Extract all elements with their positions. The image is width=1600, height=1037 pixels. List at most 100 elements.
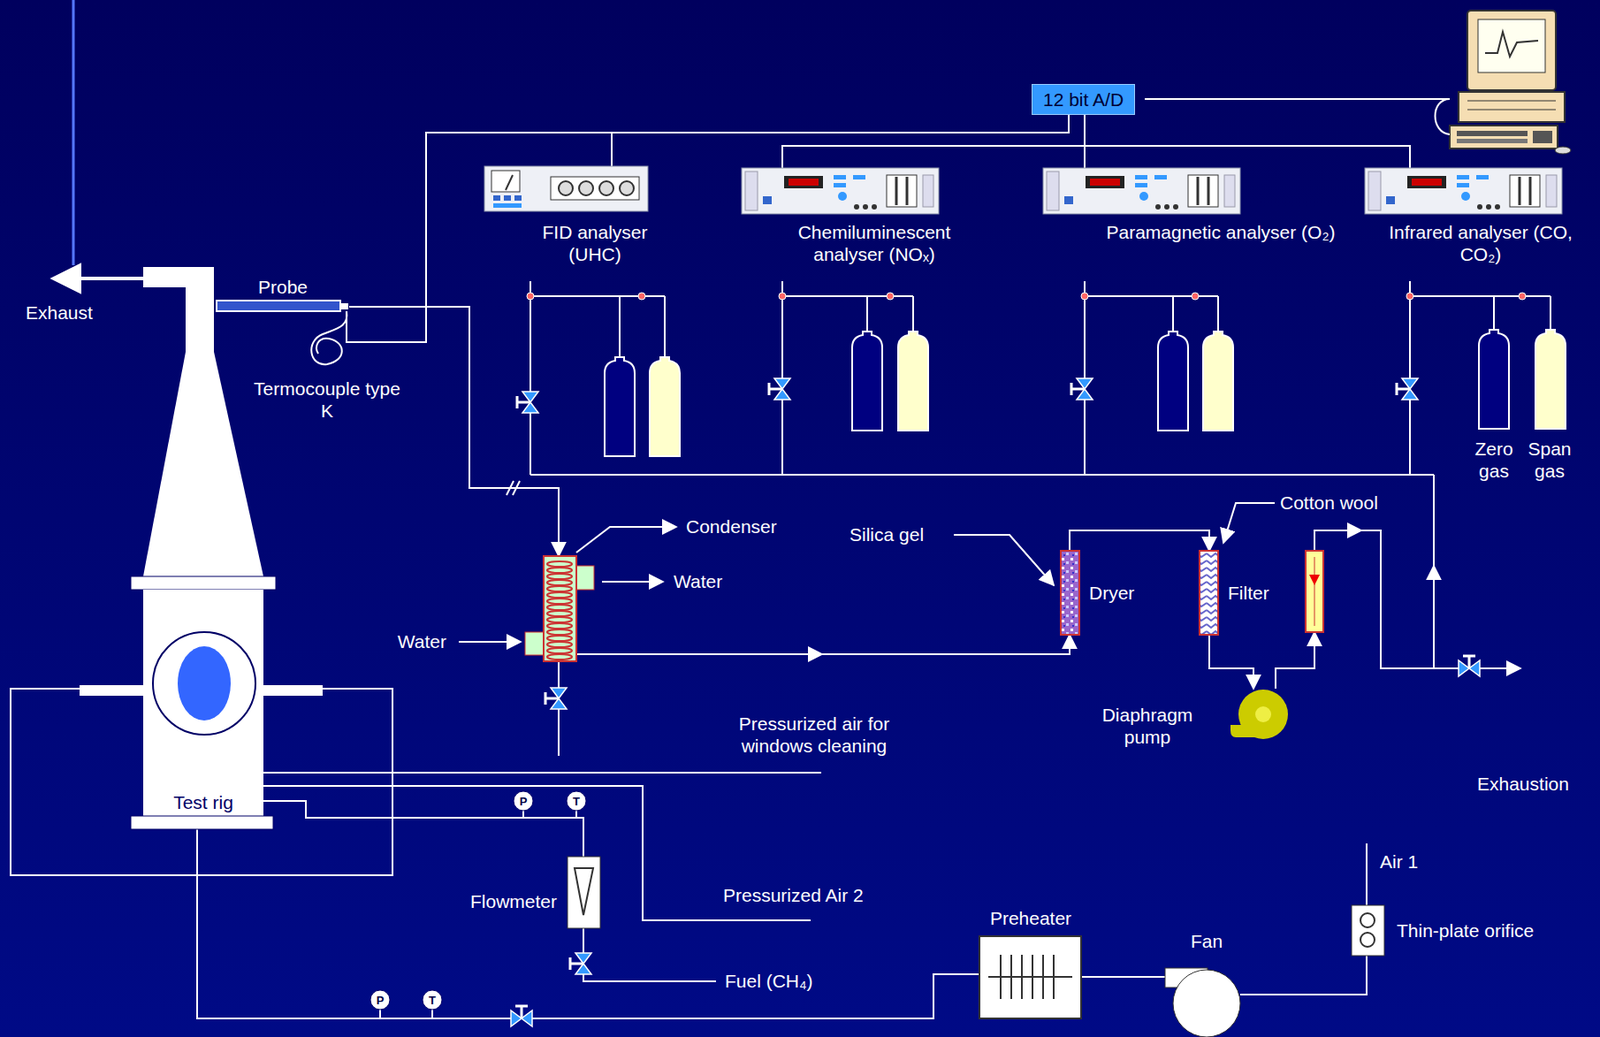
node-label: Infrared analyser (CO, CO₂)	[1381, 220, 1581, 266]
condenser-coil-part	[547, 629, 572, 635]
probe	[216, 300, 403, 365]
test-rig-part	[263, 685, 323, 696]
sample-lines-part	[576, 526, 677, 553]
annotation-label: Cotton wool	[1280, 491, 1379, 514]
preheater-part	[979, 936, 1082, 1019]
preheater: Preheater	[979, 936, 1082, 1019]
gauges	[370, 791, 587, 1010]
illustration-part	[545, 687, 567, 709]
node-label: Fan	[1190, 929, 1223, 953]
pipe-connector	[611, 114, 1069, 167]
sample-lines-part	[1275, 632, 1315, 689]
rig-lines-part	[263, 771, 822, 774]
dryer-column	[1060, 550, 1080, 635]
gas-cylinders-part	[1478, 329, 1509, 429]
condenser	[525, 556, 595, 662]
test-rig-part	[130, 576, 276, 590]
test-rig-part	[177, 646, 231, 721]
diaphragm-pump-part	[1255, 706, 1272, 723]
calibration-lines	[530, 281, 1551, 475]
node-label: Probe	[258, 275, 308, 298]
analyser-box: Infrared analyser (CO, CO₂)	[1364, 167, 1597, 266]
condenser-coil-part	[547, 561, 572, 567]
junction-dots	[526, 292, 1526, 300]
junction-dots-part	[1518, 292, 1526, 300]
condenser-coil-part	[547, 586, 572, 592]
pipe-connector	[1209, 634, 1254, 689]
gauges-part	[566, 791, 587, 811]
gauges-part	[422, 990, 442, 1010]
condenser-coil-part	[547, 641, 572, 648]
analyser-icons-part	[484, 166, 648, 212]
annotation-label: Exhaustion	[1477, 772, 1570, 795]
sample-lines-part	[458, 640, 521, 643]
pipe-connector	[197, 829, 980, 1019]
junction-dots-part	[638, 292, 646, 300]
pipe-connector	[1240, 955, 1367, 995]
gas-cylinders-part	[1158, 331, 1189, 431]
computer-icon-part	[1458, 91, 1565, 122]
analyser-icons-part	[1043, 167, 1241, 214]
rig-lines-part	[380, 1009, 433, 1019]
sample-lines-part	[1432, 474, 1435, 571]
sample-lines-part	[1359, 530, 1521, 669]
condenser-coil-part	[547, 567, 572, 573]
calibration-lines-part	[530, 281, 665, 475]
test-rig-part	[185, 286, 214, 354]
node-label: Diaphragm pump	[1082, 703, 1212, 748]
test-rig: Test rig	[143, 589, 264, 830]
flowmeter: Flowmeter	[567, 856, 601, 929]
node-label: Zero gas	[1466, 437, 1522, 482]
pump: Diaphragm pump	[1237, 688, 1289, 740]
thermocouple: Termocouple type K	[251, 313, 403, 422]
test-rig-part	[143, 266, 214, 288]
condenser: Condenser	[543, 556, 577, 662]
thin-plate-orifice-part	[1360, 932, 1375, 947]
condenser-coil-part	[547, 604, 572, 610]
condenser-part	[543, 556, 577, 662]
exhaust-arrow	[53, 278, 144, 280]
gauge-letter: T	[428, 994, 436, 1006]
computer-icon	[1449, 10, 1571, 154]
dryer: Dryer	[1060, 550, 1080, 635]
junction-dots-part	[886, 292, 894, 300]
valves-part	[1071, 378, 1093, 400]
gas-cylinders-part	[1535, 329, 1566, 429]
condenser-part	[525, 632, 545, 656]
analyser-icons	[484, 166, 1562, 214]
rotameter-part	[1305, 550, 1324, 633]
condenser-coil-part	[547, 573, 572, 580]
flowmeter-part	[574, 868, 594, 915]
node-label: Thin-plate orifice	[1396, 919, 1534, 942]
valves-part	[769, 378, 791, 400]
filter-column	[1199, 550, 1219, 635]
node-label: Chemiluminescent analyser (NOₓ)	[768, 220, 981, 266]
probe: Probe	[216, 275, 350, 315]
sample-lines	[458, 474, 1521, 756]
computer-icon-part	[1456, 138, 1528, 144]
computer-icon-part	[1485, 31, 1539, 57]
orifice: Thin-plate orifice	[1351, 905, 1385, 956]
condenser-coil-part	[547, 623, 572, 629]
test-rig-part	[130, 815, 274, 830]
sample-lines-part	[506, 480, 520, 496]
gas-cylinder: Span gas	[1522, 329, 1578, 482]
condenser-coil-part	[547, 592, 572, 598]
junction-dots-part	[526, 292, 534, 300]
edge-highlight	[72, 0, 76, 266]
thin-plate-orifice	[1351, 905, 1385, 956]
sample-lines-part	[1314, 530, 1362, 551]
analyser-icons-part	[1364, 167, 1562, 214]
flowmeter	[567, 856, 601, 929]
node-label: Condenser	[685, 515, 778, 538]
test-rig-part	[143, 351, 264, 577]
pipe-connector	[1081, 975, 1174, 978]
condenser-coil-part	[547, 598, 572, 604]
test-rig	[79, 266, 323, 830]
gas-cylinders-part	[1203, 331, 1234, 431]
node-label: Dryer	[1089, 581, 1135, 604]
gauges-part	[370, 990, 390, 1010]
probe-part	[346, 311, 403, 343]
annotation-label: Water	[397, 630, 447, 653]
